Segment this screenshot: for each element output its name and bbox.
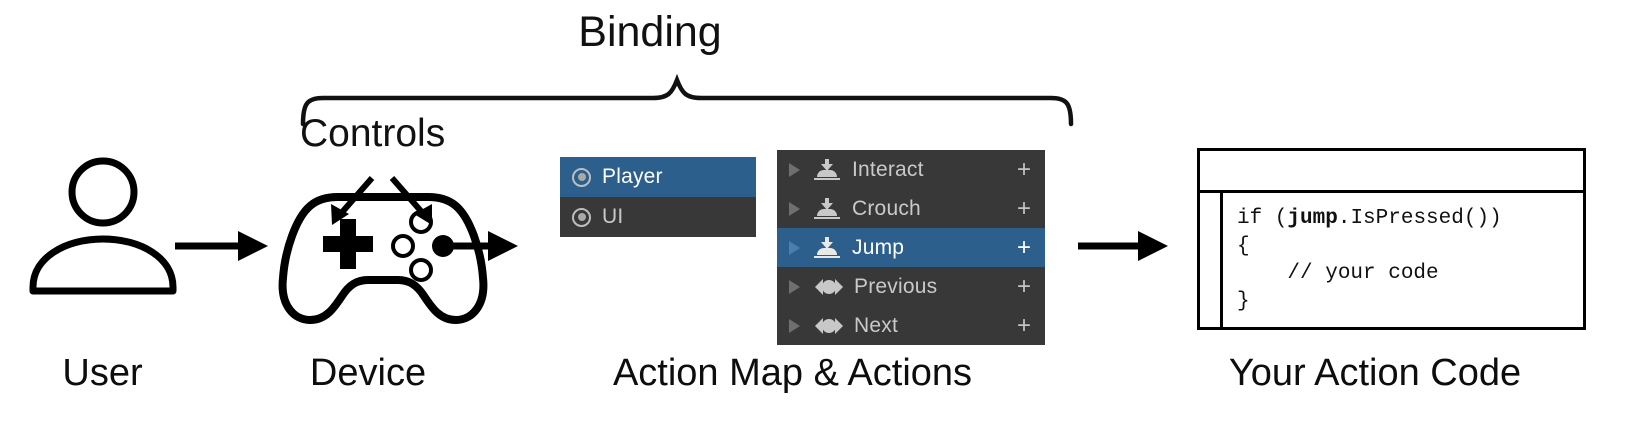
button-action-icon [814, 236, 840, 259]
action-row-interact[interactable]: Interact + [777, 150, 1045, 189]
action-label: Crouch [852, 196, 921, 220]
actions-panel: Interact + Crouch + Jump + [777, 150, 1045, 345]
action-row-next[interactable]: Next + [777, 306, 1045, 345]
arrow-user-to-device [175, 231, 268, 261]
action-label: Jump [852, 235, 905, 259]
controls-arrows [331, 176, 432, 225]
chevron-right-icon[interactable] [789, 162, 800, 177]
caption-device: Device [309, 352, 427, 394]
chevron-right-icon[interactable] [789, 279, 800, 294]
code-line-2: { [1237, 234, 1250, 258]
action-map-icon [572, 167, 591, 187]
axis-action-icon [814, 317, 844, 335]
chevron-right-icon[interactable] [789, 318, 800, 333]
action-map-icon [572, 207, 591, 227]
add-binding-button[interactable]: + [1016, 155, 1031, 183]
action-map-label: UI [602, 205, 624, 228]
code-window-body: if (jump.IsPressed()) { // your code } [1200, 193, 1583, 327]
arrow-device-to-actionmap [443, 231, 518, 261]
chevron-right-icon[interactable] [789, 240, 800, 255]
caption-user: User [62, 352, 143, 394]
code-window-titlebar [1200, 151, 1583, 193]
chevron-right-icon[interactable] [789, 201, 800, 216]
button-action-icon [814, 197, 840, 220]
code-line-1-post: .IsPressed()) [1337, 207, 1502, 230]
action-map-row-ui[interactable]: UI [560, 197, 756, 237]
caption-your-action-code: Your Action Code [1228, 352, 1522, 394]
add-binding-button[interactable]: + [1016, 311, 1031, 339]
code-line-1-pre: if ( [1237, 207, 1288, 230]
action-row-crouch[interactable]: Crouch + [777, 189, 1045, 228]
action-row-previous[interactable]: Previous + [777, 267, 1045, 306]
action-maps-panel: Player UI [560, 157, 756, 237]
gamepad-icon [278, 193, 488, 324]
code-line-3: // your code [1237, 262, 1439, 285]
add-binding-button[interactable]: + [1016, 194, 1031, 222]
action-row-jump[interactable]: Jump + [777, 228, 1045, 267]
binding-label: Binding [578, 8, 722, 56]
button-action-icon [814, 158, 840, 181]
add-binding-button[interactable]: + [1016, 233, 1031, 261]
caption-action-map: Action Map & Actions [612, 352, 973, 394]
axis-action-icon [814, 278, 844, 296]
code-gutter [1200, 193, 1223, 327]
action-map-label: Player [602, 165, 663, 188]
code-window: if (jump.IsPressed()) { // your code } [1197, 148, 1586, 330]
code-line-1-identifier: jump [1287, 207, 1338, 230]
user-icon [29, 157, 177, 295]
arrow-actions-to-code [1078, 231, 1168, 261]
code-line-4: } [1237, 289, 1250, 313]
action-label: Interact [852, 157, 924, 181]
controls-label: Controls [300, 112, 446, 155]
action-label: Previous [854, 274, 938, 298]
action-label: Next [854, 313, 898, 337]
code-text[interactable]: if (jump.IsPressed()) { // your code } [1223, 193, 1502, 327]
action-map-row-player[interactable]: Player [560, 157, 756, 197]
add-binding-button[interactable]: + [1016, 272, 1031, 300]
